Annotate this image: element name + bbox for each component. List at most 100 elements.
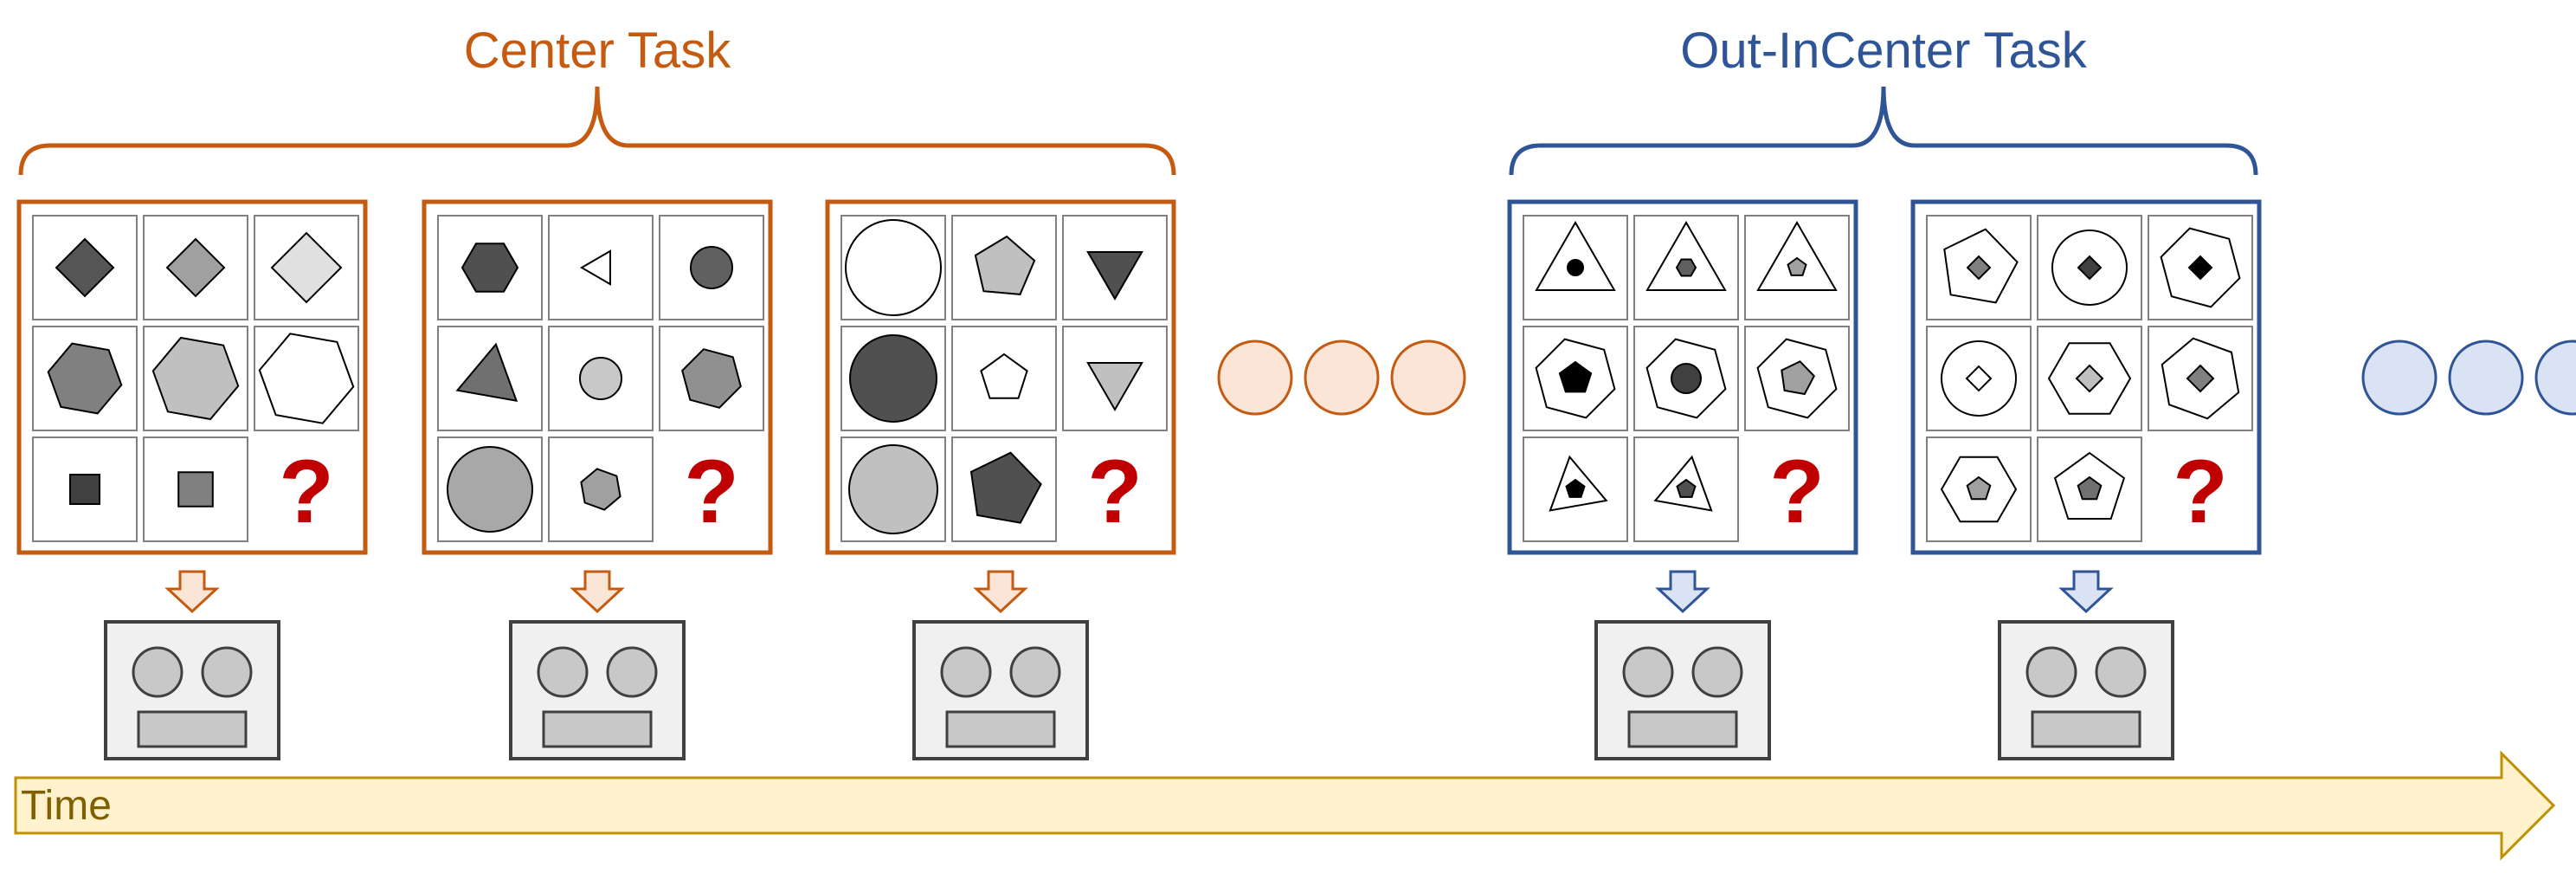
triangle-shape: [1086, 251, 1143, 301]
outin-task-brace: [1509, 86, 2258, 176]
question-mark: ?: [1087, 442, 1143, 542]
question-mark: ?: [684, 442, 739, 542]
matrix-cell: [143, 326, 248, 431]
ellipsis-dot: [1217, 340, 1293, 416]
pentagon-shape: [980, 352, 1028, 399]
matrix-cell: [2148, 326, 2253, 431]
robot-mouth: [945, 710, 1056, 748]
center-task-title: Center Task: [464, 23, 731, 79]
cell-frame: [659, 215, 764, 320]
matrix-cell: [548, 215, 654, 320]
task-panels: ?????: [16, 199, 2262, 614]
matrix-cell: [437, 326, 543, 431]
diamond-shape: [1965, 365, 1993, 392]
matrix-cell: [840, 215, 946, 320]
time-label: Time: [21, 783, 112, 829]
task-panel: ?: [422, 199, 773, 614]
robot-eye: [132, 646, 184, 698]
matrix-cell: [1062, 215, 1168, 320]
hexagon-shape: [681, 348, 742, 409]
matrix-cell: [2037, 326, 2142, 431]
pentagon-shape: [1676, 478, 1697, 498]
matrix-cell: ?: [2173, 442, 2228, 542]
robot-mouth: [1627, 710, 1738, 748]
robot-icon: [1998, 620, 2174, 760]
matrix-cell: [1926, 436, 2032, 542]
pentagon-shape: [1787, 256, 1807, 276]
pentagon-shape: [2077, 475, 2103, 501]
matrix-cell: [1926, 215, 2032, 320]
matrix-cell: [951, 436, 1057, 542]
robot-icon: [104, 620, 280, 760]
matrix-cell: [1633, 436, 1739, 542]
circle-shape: [690, 246, 733, 289]
matrix-cell: [548, 326, 654, 431]
robot-mouth: [2031, 710, 2141, 748]
diamond-shape: [2186, 364, 2215, 393]
matrix-cell: [32, 326, 138, 431]
task-panel: ?: [1910, 199, 2262, 614]
circle-shape: [579, 357, 622, 400]
matrix-cell: [1744, 215, 1850, 320]
matrix-cell: [254, 326, 359, 431]
matrix-cell: [951, 215, 1057, 320]
triangle-shape: [1535, 220, 1616, 291]
pentagon-shape: [1781, 360, 1816, 396]
continuation-dots: [1217, 340, 2576, 416]
matrix-cell: [1633, 326, 1739, 431]
matrix-cell: [1633, 215, 1739, 320]
matrix-cell: [143, 215, 248, 320]
robot-eye: [940, 646, 992, 698]
down-arrow-icon: [2058, 570, 2114, 614]
matrix-cell: [1523, 436, 1628, 542]
matrix-cell: [548, 436, 654, 542]
circle-shape: [845, 219, 942, 316]
diamond-shape: [2187, 255, 2213, 281]
ellipsis-dot: [2361, 340, 2438, 416]
matrix-cell: [840, 326, 946, 431]
matrix-cell: [1744, 326, 1850, 431]
robot-eye: [1009, 646, 1061, 698]
down-arrow-icon: [973, 570, 1028, 614]
pentagon-shape: [974, 235, 1036, 295]
triangle-shape: [1645, 220, 1727, 291]
center-task-brace: [18, 86, 1176, 176]
robot-eye: [606, 646, 658, 698]
diamond-shape: [1966, 255, 1992, 281]
matrix-cell: [1062, 326, 1168, 431]
matrix-cell: ?: [684, 442, 739, 542]
circle-shape: [849, 334, 937, 423]
matrix-cell: [32, 436, 138, 542]
down-arrow-icon: [1655, 570, 1710, 614]
task-panel: ?: [1507, 199, 1858, 614]
diamond-shape: [165, 237, 226, 298]
matrix-cell: [437, 436, 543, 542]
diamond-shape: [270, 231, 343, 304]
square-shape: [69, 474, 100, 505]
ellipsis-dots-icon: [2361, 340, 2576, 416]
square-shape: [177, 471, 214, 508]
task-panel: ?: [16, 199, 368, 614]
down-arrow-icon: [570, 570, 625, 614]
matrix-cell: [2148, 215, 2253, 320]
ellipsis-dot: [2448, 340, 2524, 416]
task-panel: ?: [825, 199, 1176, 614]
robot-eye: [2025, 646, 2077, 698]
matrix-cell: [254, 215, 359, 320]
triangle-shape: [1756, 220, 1838, 291]
hexagon-shape: [47, 342, 123, 415]
ellipsis-dot: [1304, 340, 1380, 416]
matrix-cell: [659, 215, 764, 320]
time-arrow: [14, 750, 2556, 861]
question-mark: ?: [1769, 442, 1825, 542]
robot-icon: [912, 620, 1089, 760]
pentagon-shape: [1558, 360, 1593, 393]
circle-shape: [848, 444, 938, 534]
pentagon-shape: [969, 451, 1042, 524]
matrix-cell: [32, 215, 138, 320]
hexagon-shape: [258, 333, 355, 424]
question-mark: ?: [279, 442, 334, 542]
robot-icon: [1594, 620, 1771, 760]
triangle-shape: [580, 249, 611, 286]
